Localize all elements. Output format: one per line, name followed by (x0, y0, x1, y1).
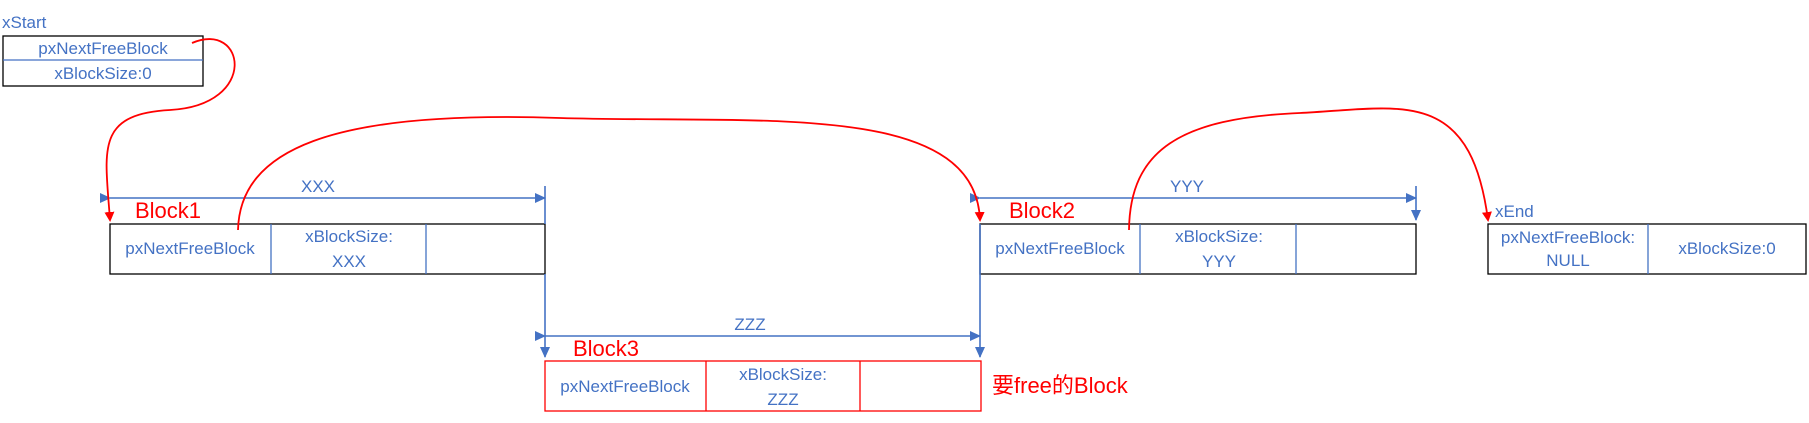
block1-box (109, 223, 546, 275)
block3-label: Block3 (573, 336, 639, 361)
block1-next-field: pxNextFreeBlock (125, 239, 255, 258)
dimension-yyy-label: YYY (1170, 177, 1204, 196)
block1-size-field-value: XXX (332, 252, 366, 271)
xstart-node: xStart pxNextFreeBlock xBlockSize:0 (2, 13, 204, 87)
dimension-xxx-label: XXX (301, 177, 335, 196)
block1-node: Block1 pxNextFreeBlock xBlockSize: XXX (109, 198, 546, 275)
block3-note: 要free的Block (992, 373, 1129, 398)
block2-box (979, 223, 1417, 275)
block3-size-field-value: ZZZ (767, 390, 798, 409)
pointer-xstart-to-block1 (104, 38, 236, 222)
xend-next-field-value: NULL (1546, 251, 1589, 270)
xend-box (1487, 223, 1807, 275)
dimension-yyy: YYY (970, 177, 1421, 221)
block2-size-field-label: xBlockSize: (1175, 227, 1263, 246)
xend-next-field-label: pxNextFreeBlock: (1501, 228, 1635, 247)
pointer-block1-to-block2 (237, 116, 985, 231)
block3-size-field-label: xBlockSize: (739, 365, 827, 384)
block2-node: Block2 pxNextFreeBlock xBlockSize: YYY (979, 198, 1417, 275)
xend-node: xEnd pxNextFreeBlock: NULL xBlockSize:0 (1487, 202, 1807, 275)
block2-label: Block2 (1009, 198, 1075, 223)
pointer-block2-to-xend (1128, 107, 1492, 231)
xend-size-field: xBlockSize:0 (1678, 239, 1775, 258)
block1-label: Block1 (135, 198, 201, 223)
block1-size-field-label: xBlockSize: (305, 227, 393, 246)
dimension-zzz-label: ZZZ (734, 315, 765, 334)
block3-box (544, 360, 982, 412)
xend-label: xEnd (1495, 202, 1534, 221)
xstart-label: xStart (2, 13, 47, 32)
dimension-zzz: ZZZ (535, 224, 985, 358)
block3-next-field: pxNextFreeBlock (560, 377, 690, 396)
block3-node: Block3 pxNextFreeBlock xBlockSize: ZZZ 要… (544, 336, 1129, 412)
xstart-box (2, 35, 204, 87)
dimension-xxx: XXX (100, 177, 546, 224)
xstart-next-field: pxNextFreeBlock (38, 39, 168, 58)
block2-next-field: pxNextFreeBlock (995, 239, 1125, 258)
xstart-size-field: xBlockSize:0 (54, 64, 151, 83)
block2-size-field-value: YYY (1202, 252, 1236, 271)
